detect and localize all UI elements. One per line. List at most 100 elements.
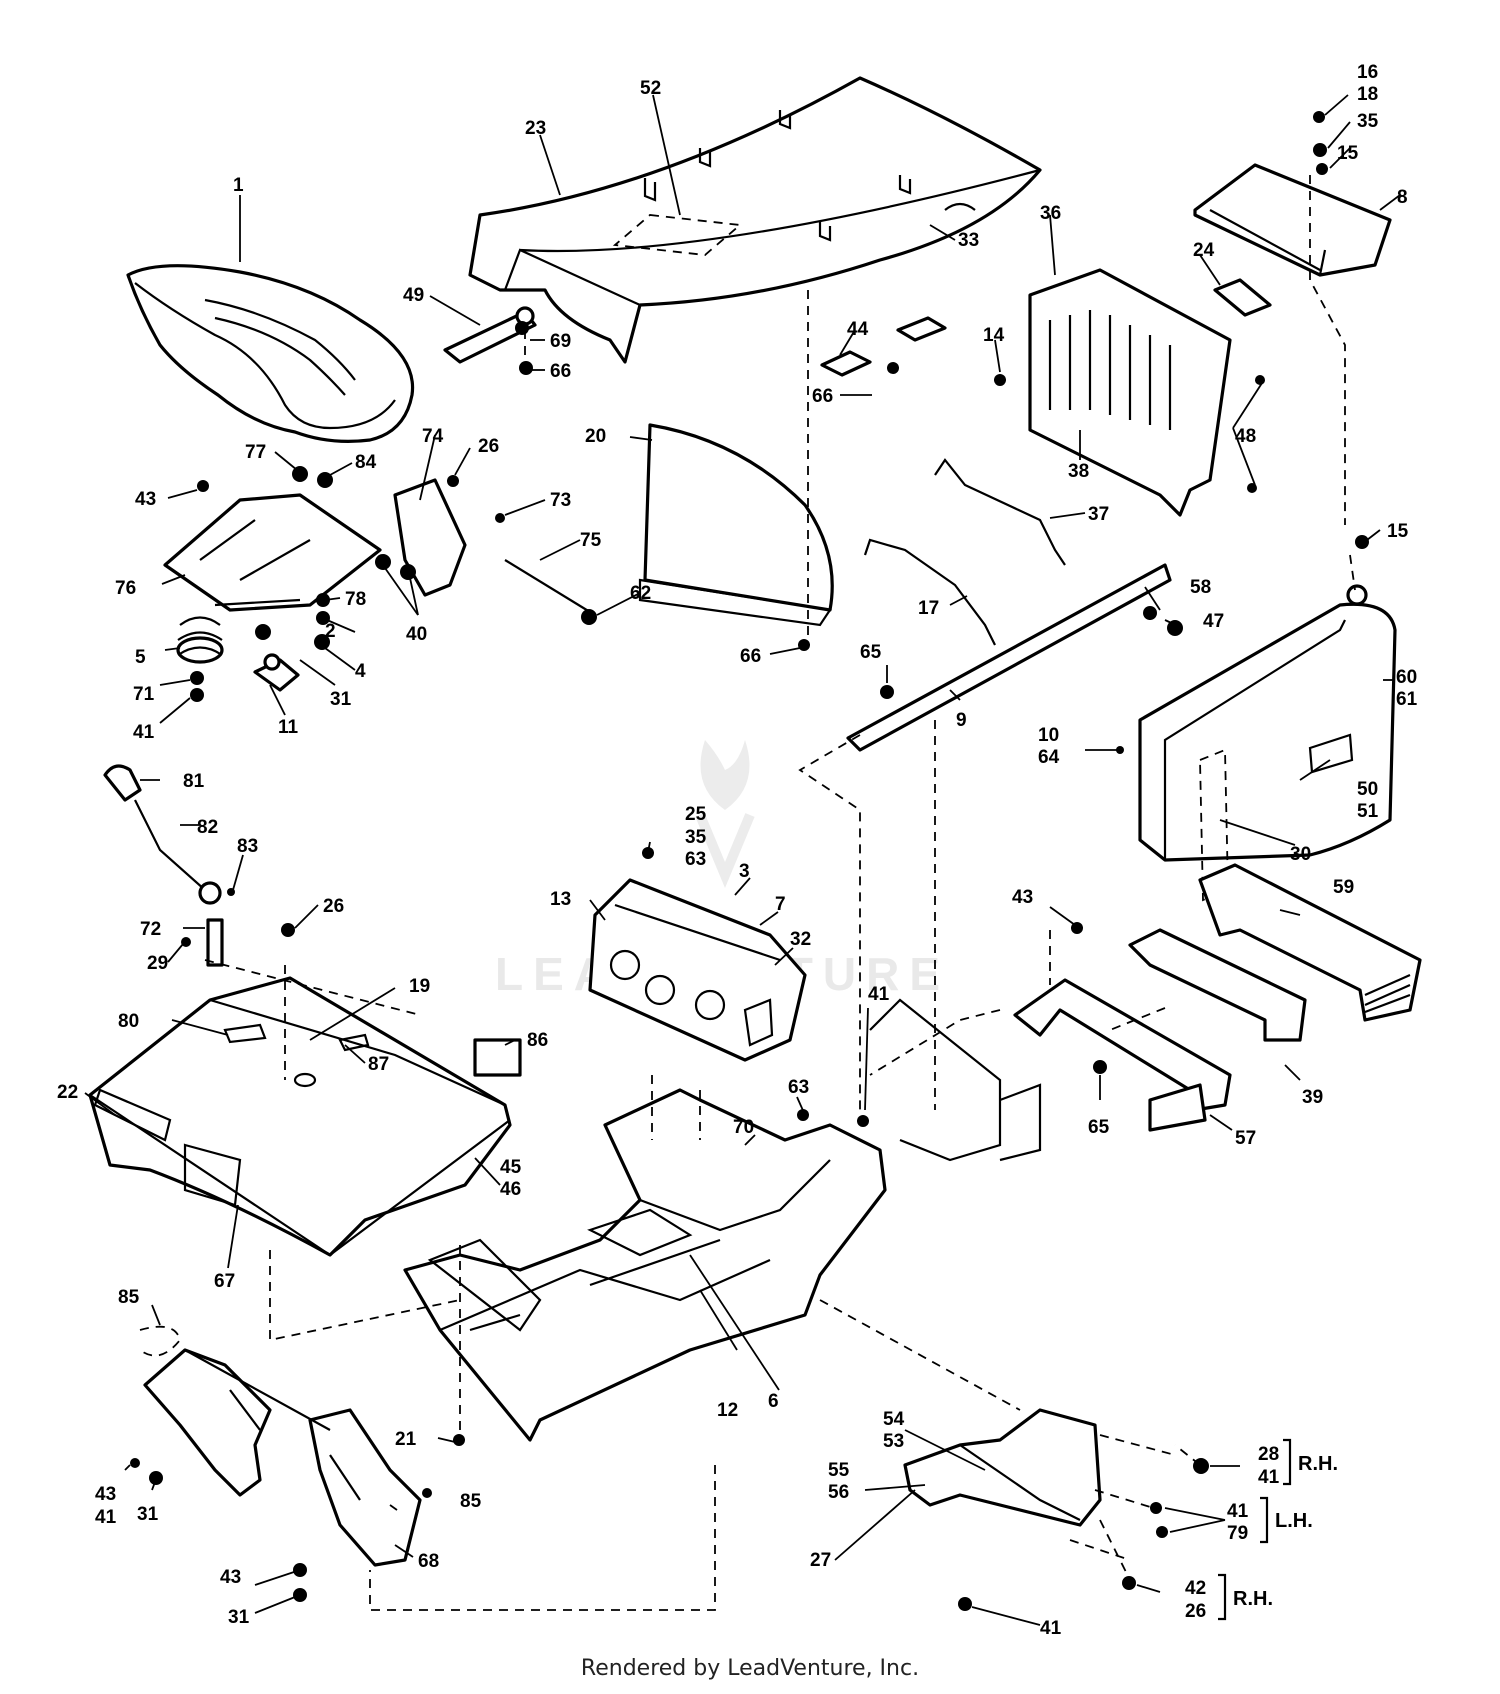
callout-31c: 31 bbox=[228, 1607, 250, 1628]
callout-13: 13 bbox=[550, 889, 571, 910]
callout-43a: 43 bbox=[135, 489, 156, 510]
callout-65b: 65 bbox=[1088, 1117, 1110, 1138]
part-frame bbox=[403, 998, 1042, 1442]
callout-9: 9 bbox=[956, 710, 967, 731]
callout-43b: 43 bbox=[1012, 887, 1033, 908]
callout-41a: 41 bbox=[133, 722, 155, 743]
callout-83: 83 bbox=[237, 836, 258, 857]
callout-60: 60 bbox=[1396, 667, 1417, 688]
callout-31b: 31 bbox=[137, 1504, 159, 1525]
part-39-bumper bbox=[1128, 928, 1307, 1042]
callout-80: 80 bbox=[118, 1011, 139, 1032]
part-86-decal bbox=[473, 1038, 522, 1077]
callout-48: 48 bbox=[1235, 426, 1256, 447]
callout-28: 28 bbox=[1258, 1444, 1279, 1465]
callout-82: 82 bbox=[197, 817, 218, 838]
callout-77: 77 bbox=[245, 442, 266, 463]
callout-18: 18 bbox=[1357, 84, 1378, 105]
part-24-pad bbox=[1213, 278, 1272, 317]
assembly-lines bbox=[139, 175, 1356, 1611]
callout-52: 52 bbox=[640, 78, 661, 99]
callout-7: 7 bbox=[775, 894, 786, 915]
callout-43d: 43 bbox=[220, 1567, 241, 1588]
callout-66b: 66 bbox=[812, 386, 833, 407]
callout-64: 64 bbox=[1038, 747, 1060, 768]
callout-42: 42 bbox=[1185, 1578, 1206, 1599]
callout-59: 59 bbox=[1333, 877, 1354, 898]
callout-11: 11 bbox=[278, 717, 299, 738]
callout-85a: 85 bbox=[118, 1287, 140, 1308]
rh-label-top: R.H. bbox=[1298, 1453, 1338, 1475]
callout-49: 49 bbox=[403, 285, 424, 306]
callout-61: 61 bbox=[1396, 689, 1418, 710]
callout-1: 1 bbox=[233, 175, 244, 196]
part-68-front-brackets bbox=[143, 1348, 422, 1567]
callout-44: 44 bbox=[847, 319, 869, 340]
part-57-rear-bracket bbox=[1013, 978, 1232, 1132]
rh-label-bottom: R.H. bbox=[1233, 1588, 1273, 1610]
callout-69: 69 bbox=[550, 331, 571, 352]
callout-24: 24 bbox=[1193, 240, 1215, 261]
callout-4: 4 bbox=[355, 661, 366, 682]
callout-78: 78 bbox=[345, 589, 366, 610]
callout-32: 32 bbox=[790, 929, 811, 950]
callout-43c: 43 bbox=[95, 1484, 116, 1505]
callout-40: 40 bbox=[406, 624, 427, 645]
part-44-pads bbox=[820, 316, 947, 377]
part-17-rod bbox=[863, 538, 996, 646]
side-brackets: R.H. L.H. R.H. bbox=[1218, 1438, 1338, 1621]
callout-6: 6 bbox=[768, 1391, 779, 1412]
hardware-fasteners bbox=[130, 111, 1369, 1611]
callout-41f: 41 bbox=[1040, 1618, 1062, 1639]
part-37-rod bbox=[934, 458, 1066, 566]
callout-26c: 26 bbox=[1185, 1601, 1206, 1622]
callout-26a: 26 bbox=[478, 436, 499, 457]
part-59-step bbox=[1198, 863, 1422, 1022]
part-9-strap bbox=[846, 563, 1172, 752]
callout-74: 74 bbox=[422, 426, 444, 447]
callout-53: 53 bbox=[883, 1431, 904, 1452]
callout-70: 70 bbox=[733, 1117, 754, 1138]
callout-75: 75 bbox=[580, 530, 602, 551]
callout-23: 23 bbox=[525, 118, 546, 139]
callout-15b: 15 bbox=[1387, 521, 1409, 542]
part-75-rod bbox=[504, 559, 591, 613]
part-27-foot-plate bbox=[903, 1408, 1102, 1527]
part-20-baffle bbox=[638, 423, 834, 627]
callout-55: 55 bbox=[828, 1460, 850, 1481]
callout-76: 76 bbox=[115, 578, 136, 599]
callout-2: 2 bbox=[325, 621, 336, 642]
callout-87: 87 bbox=[368, 1054, 389, 1075]
callout-84: 84 bbox=[355, 452, 377, 473]
part-49-latch bbox=[443, 306, 537, 364]
callout-5: 5 bbox=[135, 647, 146, 668]
callout-41e: 41 bbox=[1227, 1501, 1249, 1522]
callout-41d: 41 bbox=[1258, 1467, 1280, 1488]
callout-38: 38 bbox=[1068, 461, 1089, 482]
leader-lines bbox=[84, 94, 1401, 1626]
callout-66a: 66 bbox=[550, 361, 571, 382]
callout-63b: 63 bbox=[788, 1077, 809, 1098]
callout-31a: 31 bbox=[330, 689, 352, 710]
callout-27: 27 bbox=[810, 1550, 831, 1571]
callout-36: 36 bbox=[1040, 203, 1061, 224]
callout-12: 12 bbox=[717, 1400, 738, 1421]
part-76-seat-bracket bbox=[163, 493, 382, 612]
callout-45: 45 bbox=[500, 1157, 522, 1178]
callout-33: 33 bbox=[958, 230, 979, 251]
callout-72: 72 bbox=[140, 919, 161, 940]
callout-29: 29 bbox=[147, 953, 168, 974]
callout-62: 62 bbox=[630, 583, 651, 604]
callout-47: 47 bbox=[1203, 611, 1224, 632]
callout-22: 22 bbox=[57, 1082, 78, 1103]
callout-41b: 41 bbox=[868, 984, 890, 1005]
callout-19: 19 bbox=[409, 976, 430, 997]
callout-20: 20 bbox=[585, 426, 606, 447]
footer-credit: Rendered by LeadVenture, Inc. bbox=[580, 1656, 920, 1681]
callout-25: 25 bbox=[685, 804, 707, 825]
part-5-spring bbox=[176, 616, 224, 664]
callout-labels: 1 2 3 4 5 6 7 8 9 10 11 12 13 14 15 15 1… bbox=[57, 62, 1418, 1639]
part-13-instrument-panel bbox=[588, 878, 807, 1062]
callout-67: 67 bbox=[214, 1271, 235, 1292]
